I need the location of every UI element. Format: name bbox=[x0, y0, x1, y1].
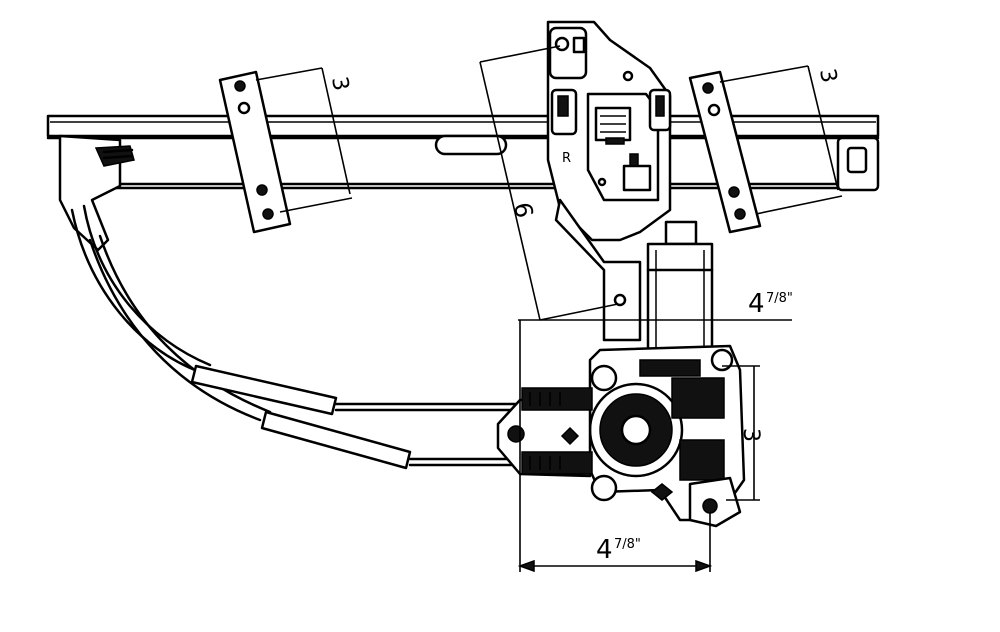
svg-text:R: R bbox=[562, 151, 571, 166]
dimension-label-left-bracket: 3 bbox=[326, 75, 353, 93]
dimension-label-motor-right: 3 bbox=[738, 428, 763, 442]
drive-arm bbox=[554, 198, 642, 342]
left-end-cap bbox=[58, 134, 135, 252]
dimension-value-center-bracket: 6 bbox=[508, 200, 538, 220]
main-rail bbox=[46, 114, 880, 190]
dimension-value-bottom: 4 bbox=[596, 535, 613, 565]
left-bracket bbox=[218, 70, 292, 234]
dimension-label-bottom: 4 7/8" bbox=[596, 535, 641, 565]
dimension-value-right-bracket: 3 bbox=[814, 67, 841, 85]
dimension-label-motor-top: 4 7/8" bbox=[748, 289, 793, 319]
motor-cylinder bbox=[646, 220, 714, 356]
dimension-lines bbox=[255, 45, 843, 573]
right-bracket bbox=[688, 70, 762, 234]
dimension-label-right-bracket: 3 bbox=[814, 67, 841, 85]
right-end-cap bbox=[836, 136, 880, 192]
dimension-fraction-motor-top: 7/8" bbox=[766, 291, 793, 306]
cable-end-fittings bbox=[496, 387, 593, 478]
dimension-fraction-bottom: 7/8" bbox=[614, 537, 641, 552]
dimension-value-motor-top: 4 bbox=[748, 289, 765, 319]
center-carrier-plate: R bbox=[546, 20, 672, 242]
dimension-value-left-bracket: 3 bbox=[326, 75, 353, 93]
cable-assembly bbox=[70, 204, 522, 470]
dimension-label-center-bracket: 6 bbox=[508, 200, 538, 220]
motor-gear-housing bbox=[588, 344, 746, 528]
dimension-value-motor-right: 3 bbox=[738, 428, 763, 442]
